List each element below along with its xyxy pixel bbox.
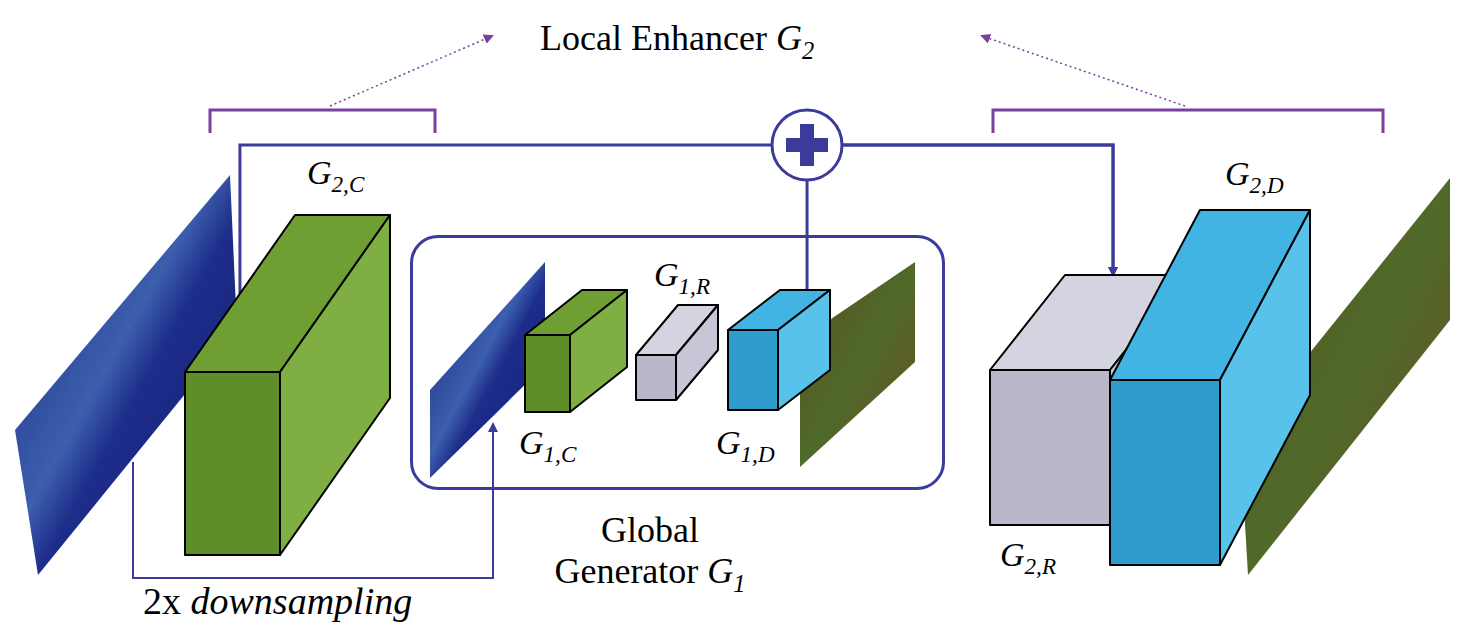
block-label: G2,C bbox=[307, 153, 364, 198]
block-label: Global Generator G1 bbox=[530, 510, 770, 598]
bracket bbox=[210, 110, 435, 133]
deconv-block bbox=[1110, 210, 1310, 565]
bracket bbox=[993, 110, 1383, 133]
sum-circle bbox=[772, 110, 842, 180]
residual-block: G1,R bbox=[636, 305, 718, 400]
deconv-block: G1,D bbox=[728, 290, 830, 410]
residual-block bbox=[636, 305, 718, 400]
conv-block bbox=[185, 215, 390, 555]
pointer-line bbox=[330, 36, 492, 106]
deconv-block bbox=[728, 290, 830, 410]
block-label: G2,R bbox=[1000, 535, 1056, 580]
skip-connection bbox=[807, 145, 1113, 290]
residual-block: G2,R bbox=[990, 275, 1185, 525]
plus-sign bbox=[786, 124, 828, 166]
block-label: G1,C bbox=[519, 423, 576, 468]
block-label: G1,R bbox=[654, 255, 710, 300]
pointer-line bbox=[982, 36, 1185, 106]
conv-block: G1,C bbox=[525, 290, 627, 412]
block-label: G1,D bbox=[716, 423, 775, 468]
operation-label: 2x downsampling bbox=[143, 580, 412, 624]
deconv-block: G2,D bbox=[1110, 210, 1310, 565]
conv-block bbox=[525, 290, 627, 412]
generator-group: Global Generator G1G1,CG1,RG1,D bbox=[410, 235, 945, 490]
section-title: Local Enhancer G2 bbox=[540, 18, 814, 65]
block-label: G2,D bbox=[1225, 154, 1284, 199]
conv-block: G2,C bbox=[185, 215, 390, 555]
